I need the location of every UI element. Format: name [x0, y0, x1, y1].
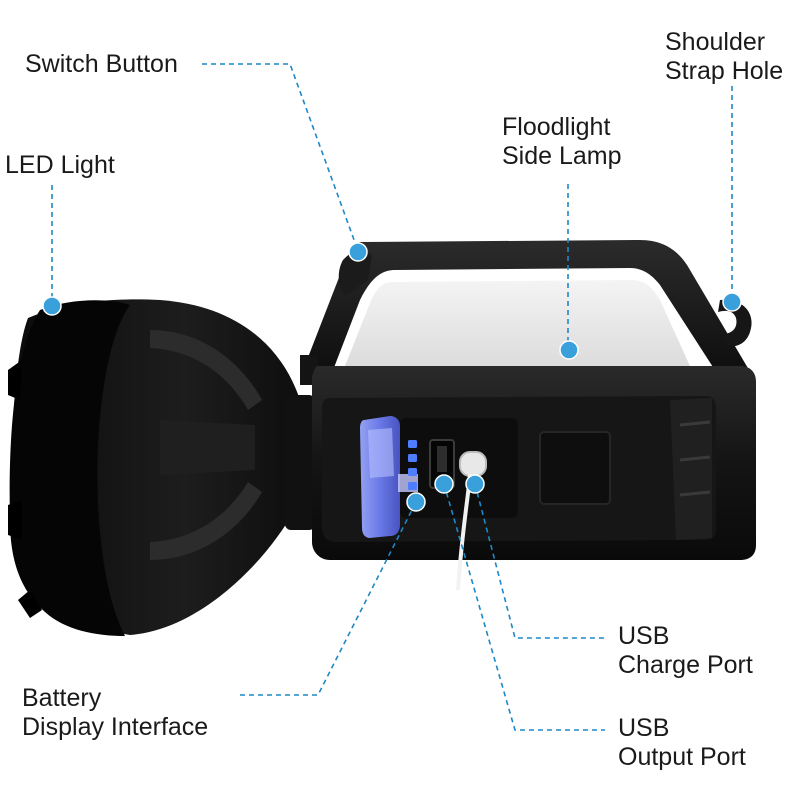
leader-usb-charge-port [474, 483, 605, 639]
switch-button[interactable] [338, 250, 372, 296]
flashlight-head [8, 299, 315, 636]
label-line: Floodlight [502, 113, 611, 141]
label-usb-output-port: USB Output Port [618, 714, 746, 772]
label-line: Switch Button [25, 50, 178, 78]
label-battery-display-interface: Battery Display Interface [22, 684, 208, 742]
leader-switch-button [202, 63, 358, 249]
dot-switch-button [348, 242, 368, 262]
dot-shoulder-strap-hole [722, 292, 742, 312]
dot-led-light [42, 296, 62, 316]
dot-battery-display [406, 492, 426, 512]
label-line: Side Lamp [502, 142, 622, 170]
shoulder-strap-hole [718, 299, 752, 347]
label-floodlight-side-lamp: Floodlight Side Lamp [502, 113, 622, 171]
usb-charge-port[interactable] [459, 451, 487, 477]
dot-floodlight-side-lamp [559, 340, 579, 360]
label-line: USB [618, 622, 670, 650]
label-line: Strap Hole [665, 57, 784, 85]
flashlight-body [300, 240, 756, 591]
battery-level-leds [408, 440, 417, 490]
label-line: Shoulder [665, 28, 766, 56]
label-usb-charge-port: USB Charge Port [618, 622, 753, 680]
label-line: LED Light [5, 151, 115, 179]
battery-display-interface [360, 416, 418, 538]
label-line: USB [618, 714, 670, 742]
leader-usb-output-port [443, 483, 605, 731]
label-line: Display Interface [22, 713, 209, 741]
label-line: Output Port [618, 743, 746, 771]
label-shoulder-strap-hole: Shoulder Strap Hole [665, 28, 783, 86]
dot-usb-charge-port [465, 474, 485, 494]
floodlight-side-lamp [345, 280, 690, 366]
dot-usb-output-port [434, 474, 454, 494]
label-led-light: LED Light [5, 151, 115, 180]
label-line: Charge Port [618, 651, 753, 679]
label-line: Battery [22, 684, 102, 712]
label-switch-button: Switch Button [25, 50, 178, 79]
